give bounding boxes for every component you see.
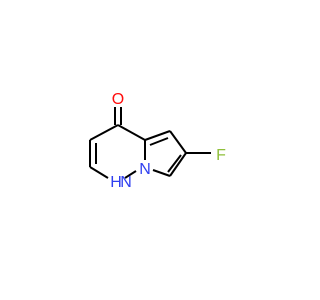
molecule-structure: O F N N H [89, 91, 226, 191]
bond-c3a-c4p [144, 130, 171, 141]
nh-hydrogen-label: H [110, 174, 122, 191]
bond-c4-c3a [117, 124, 146, 141]
bridge-nitrogen-label: N [139, 161, 151, 178]
bond-c6-n7 [152, 169, 171, 177]
nh-nitrogen-label: N [120, 174, 132, 191]
bond-c4p-c5 [169, 130, 187, 154]
bond-c5-c6-double [167, 154, 182, 173]
molecule-canvas: O F N N H [89, 91, 227, 192]
bond-c4-c3 [89, 124, 119, 141]
bond-c5-c6 [169, 152, 187, 177]
fluorine-label: F [216, 147, 226, 164]
bond-c2-n1 [89, 166, 109, 179]
bond-n1-n7 [124, 170, 137, 179]
oxygen-label: O [112, 91, 124, 108]
bond-c3a-c4p-double [149, 137, 169, 146]
